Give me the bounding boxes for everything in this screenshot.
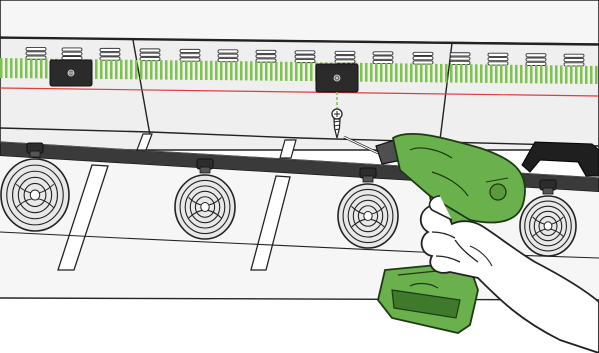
mounting-bracket-left <box>50 60 92 86</box>
vent-slot <box>180 49 200 61</box>
side-clip <box>522 142 599 176</box>
vent-slot <box>256 50 276 62</box>
vent-slot <box>295 51 315 63</box>
mounting-bracket-center <box>316 64 358 92</box>
vent-slot <box>564 54 584 66</box>
vent-slot <box>413 52 433 64</box>
vent-slot <box>26 47 46 59</box>
vent-slot <box>335 51 355 63</box>
vent-slot <box>100 48 120 60</box>
top-lid <box>0 0 599 44</box>
vent-slot <box>526 54 546 66</box>
vent-slot <box>218 50 238 62</box>
vent-slot <box>373 52 393 64</box>
vent-slot <box>140 49 160 61</box>
vent-slot <box>450 53 470 65</box>
vent-slot <box>488 53 508 65</box>
vent-slot <box>62 48 82 60</box>
